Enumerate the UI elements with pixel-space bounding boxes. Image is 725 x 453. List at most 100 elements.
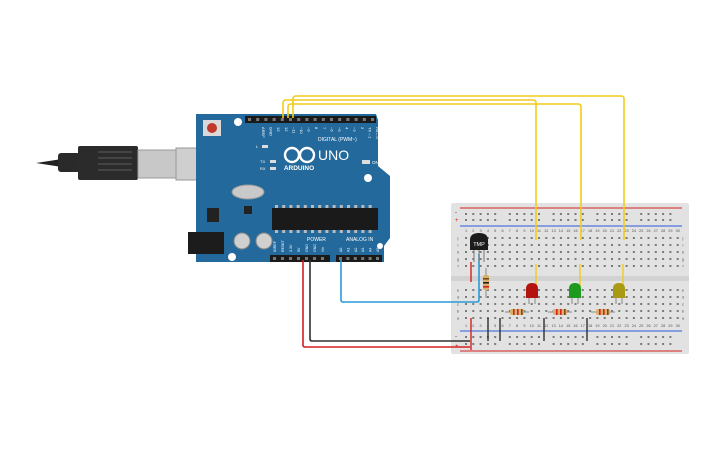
rail-hole[interactable] [662,219,665,221]
breadboard-hole[interactable] [545,296,548,298]
breadboard-hole[interactable] [647,258,650,260]
breadboard-hole[interactable] [523,265,526,267]
rail-hole[interactable] [640,336,643,338]
rail-hole[interactable] [574,343,577,345]
breadboard-hole[interactable] [669,310,672,312]
breadboard-hole[interactable] [669,244,672,246]
breadboard-hole[interactable] [647,317,650,319]
rail-hole[interactable] [516,336,519,338]
breadboard-hole[interactable] [559,244,562,246]
breadboard-hole[interactable] [465,258,467,260]
breadboard-hole[interactable] [567,244,570,246]
breadboard-hole[interactable] [479,317,482,319]
breadboard-hole[interactable] [530,258,533,260]
breadboard-hole[interactable] [530,265,533,267]
breadboard-hole[interactable] [603,237,606,239]
breadboard-hole[interactable] [516,303,519,305]
breadboard-hole[interactable] [589,296,592,298]
breadboard-hole[interactable] [545,289,548,291]
rail-hole[interactable] [559,213,562,215]
breadboard[interactable]: - + - + 11223344556677889910101111121213… [451,203,689,354]
rail-hole[interactable] [596,219,599,221]
breadboard-hole[interactable] [567,237,570,239]
breadboard-hole[interactable] [596,289,599,291]
breadboard-hole[interactable] [632,237,635,239]
rail-hole[interactable] [530,213,533,215]
breadboard-hole[interactable] [530,251,533,253]
rail-hole[interactable] [611,213,613,215]
breadboard-hole[interactable] [676,244,679,246]
breadboard-hole[interactable] [516,251,519,253]
breadboard-hole[interactable] [632,289,635,291]
rail-hole[interactable] [538,213,540,215]
rail-hole[interactable] [538,219,540,221]
rail-hole[interactable] [618,343,621,345]
rail-hole[interactable] [625,219,628,221]
breadboard-hole[interactable] [494,317,497,319]
breadboard-hole[interactable] [574,258,577,260]
breadboard-hole[interactable] [618,303,621,305]
rail-hole[interactable] [640,213,643,215]
breadboard-hole[interactable] [618,237,621,239]
breadboard-hole[interactable] [589,310,592,312]
breadboard-hole[interactable] [501,251,504,253]
breadboard-hole[interactable] [559,265,562,267]
breadboard-hole[interactable] [640,303,643,305]
breadboard-hole[interactable] [669,265,672,267]
breadboard-hole[interactable] [516,265,519,267]
breadboard-hole[interactable] [472,317,475,319]
breadboard-hole[interactable] [603,296,606,298]
breadboard-hole[interactable] [589,258,592,260]
breadboard-hole[interactable] [632,310,635,312]
breadboard-hole[interactable] [581,251,584,253]
breadboard-hole[interactable] [465,317,467,319]
rail-hole[interactable] [559,219,562,221]
breadboard-hole[interactable] [669,296,672,298]
breadboard-hole[interactable] [640,310,643,312]
breadboard-hole[interactable] [647,237,650,239]
breadboard-hole[interactable] [669,289,672,291]
breadboard-hole[interactable] [625,265,628,267]
breadboard-hole[interactable] [669,237,672,239]
breadboard-hole[interactable] [669,251,672,253]
breadboard-hole[interactable] [552,265,555,267]
breadboard-hole[interactable] [552,296,555,298]
breadboard-hole[interactable] [545,237,548,239]
breadboard-hole[interactable] [486,251,489,253]
rail-hole[interactable] [581,213,584,215]
breadboard-hole[interactable] [640,289,643,291]
breadboard-hole[interactable] [472,265,475,267]
rail-hole[interactable] [552,219,555,221]
breadboard-hole[interactable] [589,317,592,319]
breadboard-hole[interactable] [567,265,570,267]
breadboard-hole[interactable] [501,244,504,246]
breadboard-hole[interactable] [567,317,570,319]
breadboard-hole[interactable] [662,289,665,291]
breadboard-hole[interactable] [603,303,606,305]
breadboard-hole[interactable] [508,317,511,319]
header-hole[interactable] [330,118,333,121]
rail-hole[interactable] [574,219,577,221]
rail-hole[interactable] [523,336,526,338]
breadboard-hole[interactable] [508,258,511,260]
breadboard-hole[interactable] [589,244,592,246]
rail-hole[interactable] [479,219,482,221]
breadboard-hole[interactable] [603,258,606,260]
breadboard-hole[interactable] [545,265,548,267]
breadboard-hole[interactable] [596,258,599,260]
breadboard-hole[interactable] [611,258,613,260]
breadboard-hole[interactable] [501,310,504,312]
breadboard-hole[interactable] [632,317,635,319]
breadboard-hole[interactable] [632,296,635,298]
breadboard-hole[interactable] [647,244,650,246]
breadboard-hole[interactable] [465,296,467,298]
header-hole[interactable] [338,118,342,121]
breadboard-hole[interactable] [567,303,570,305]
header-hole[interactable] [264,118,268,121]
breadboard-hole[interactable] [676,251,679,253]
breadboard-hole[interactable] [552,244,555,246]
breadboard-hole[interactable] [523,310,526,312]
header-hole[interactable] [305,257,308,260]
breadboard-hole[interactable] [581,303,584,305]
rail-hole[interactable] [523,213,526,215]
